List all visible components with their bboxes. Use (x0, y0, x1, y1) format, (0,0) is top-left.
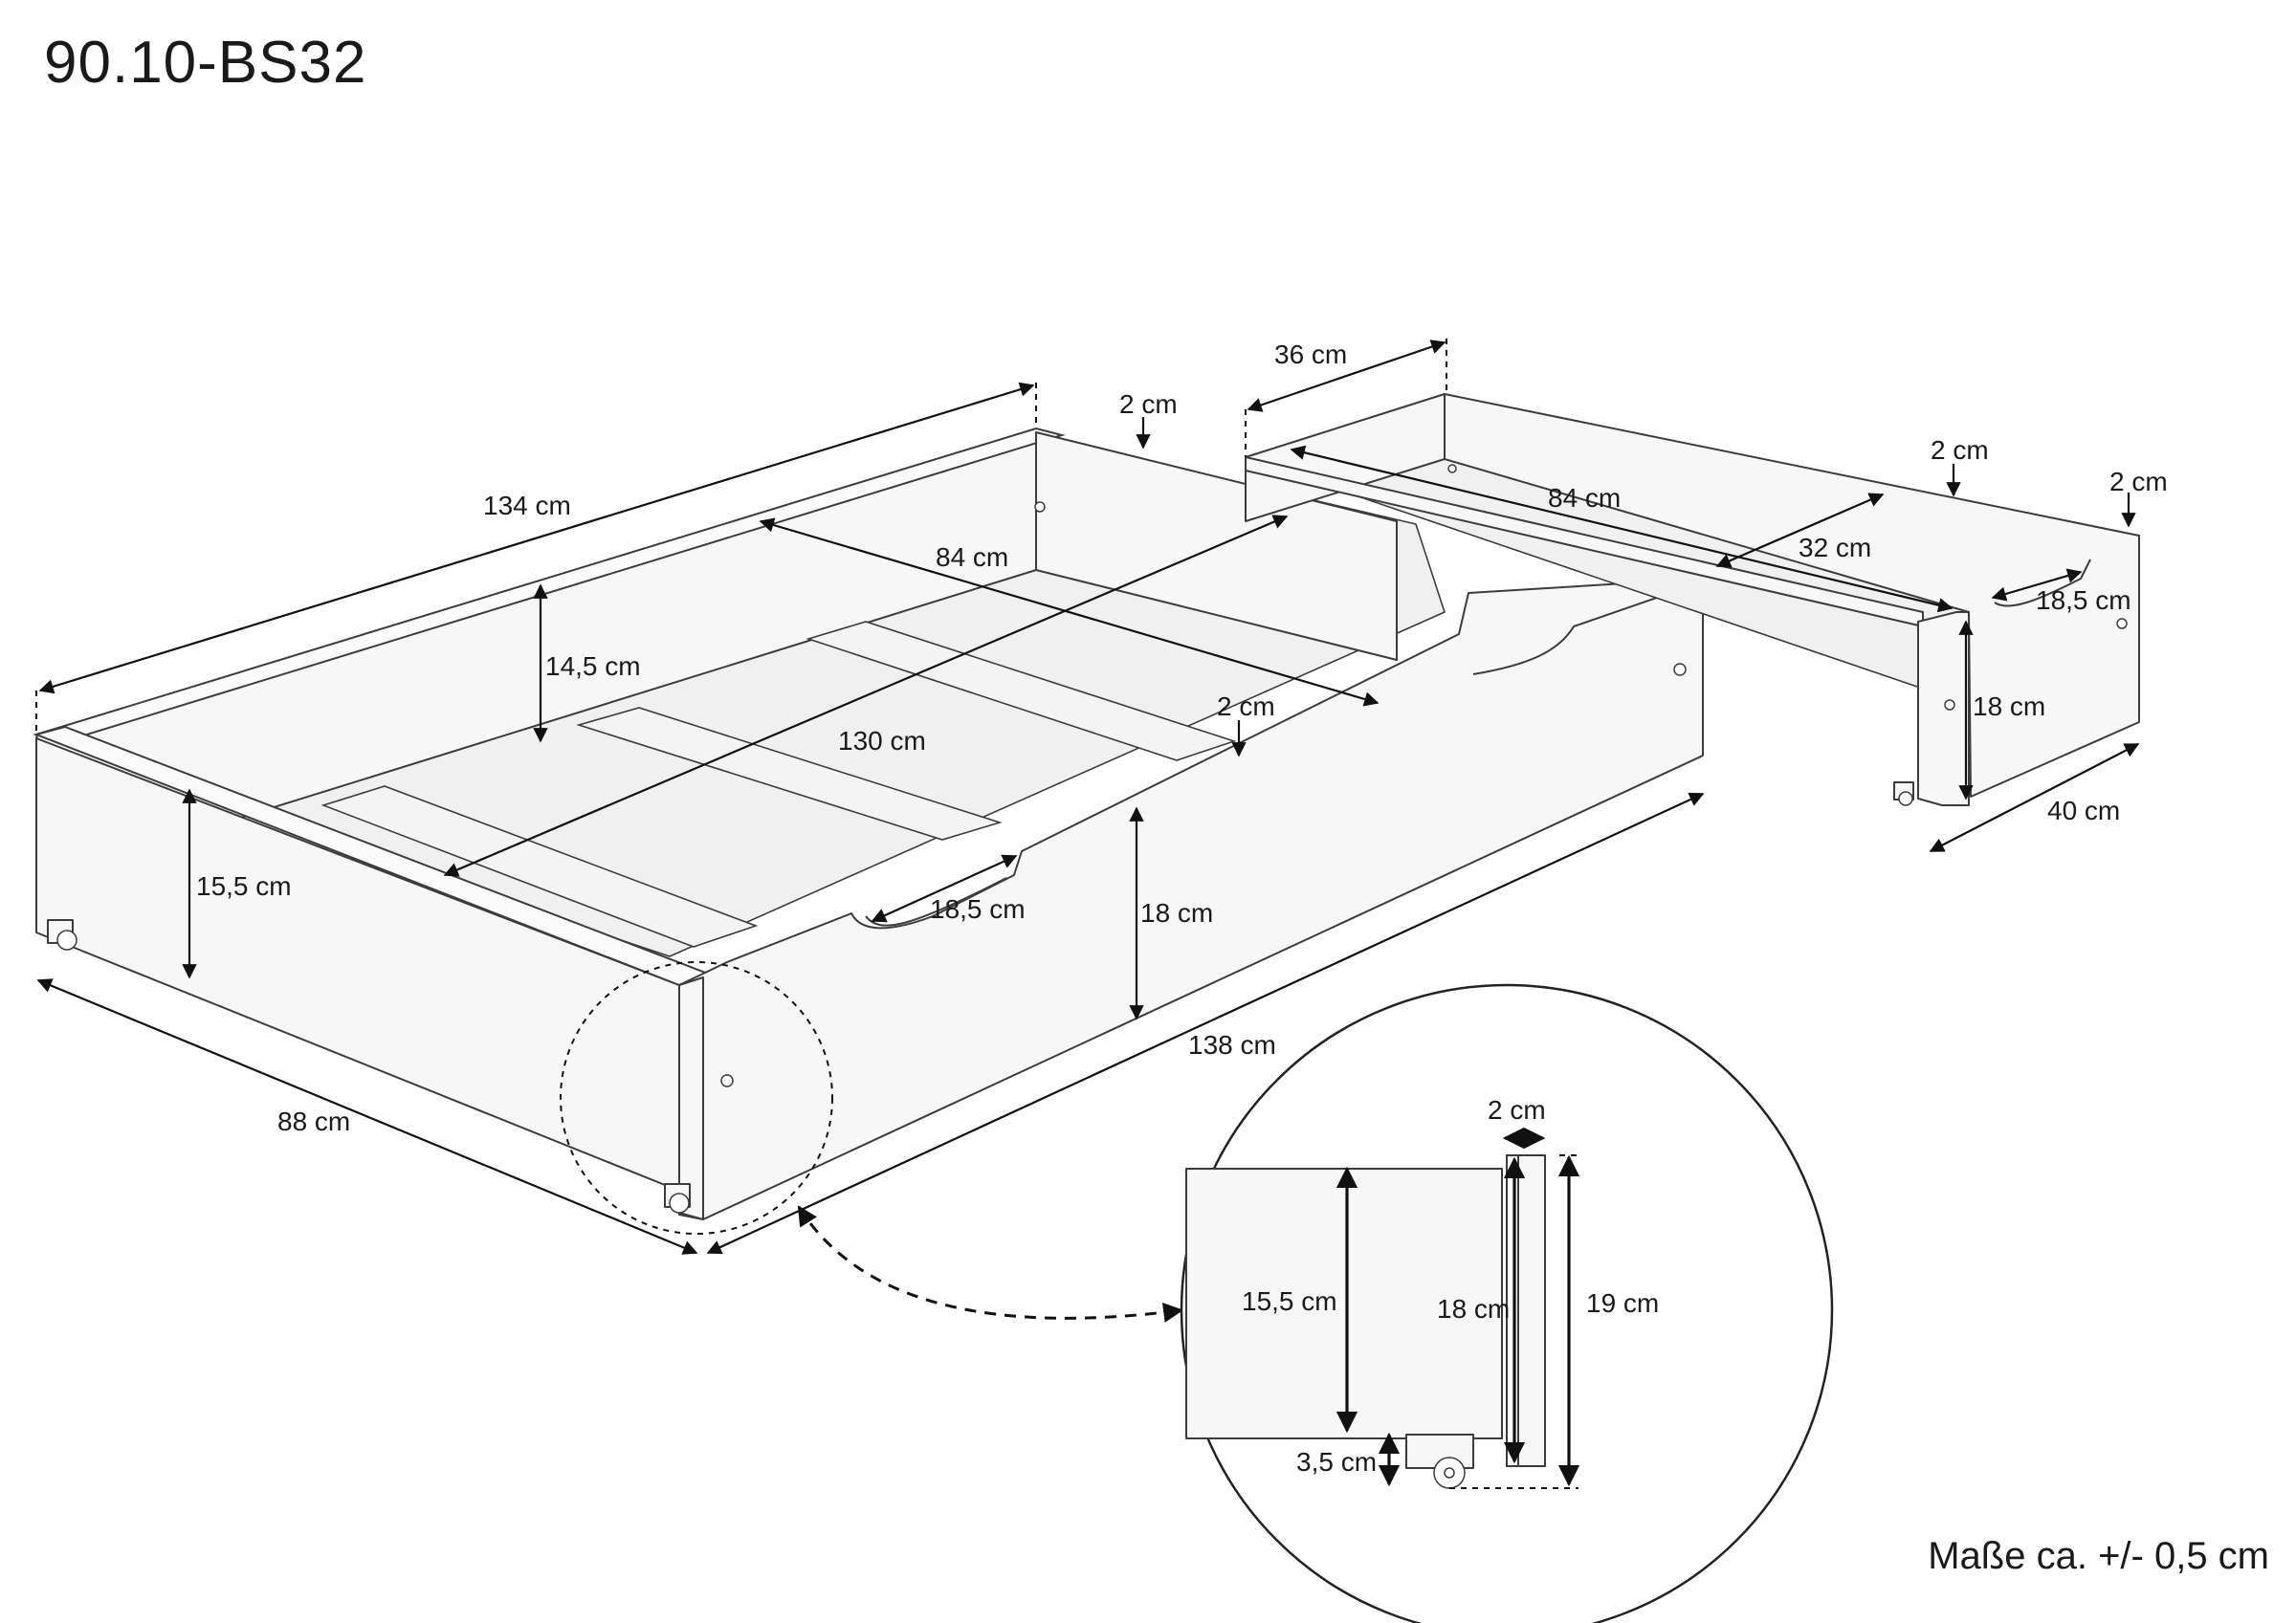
tolerance-note: Maße ca. +/- 0,5 cm (1928, 1535, 2269, 1577)
small-drawer-front-wall-label: 2 cm (2109, 467, 2168, 496)
castor-icon (664, 1183, 691, 1214)
large-drawer-side-height-label: 15,5 cm (196, 871, 292, 901)
large-drawer-wall-thickness-label: 2 cm (1119, 389, 1178, 419)
detail-connector-arrow (797, 1205, 1184, 1323)
small-drawer-dimensions: 36 cm 84 cm 32 cm 18,5 cm 18 cm 40 cm 2 … (1245, 339, 2168, 852)
large-drawer-inner-height-label: 14,5 cm (545, 651, 641, 681)
detail-source-circle (560, 961, 833, 1235)
small-drawer-handle-width-label: 18,5 cm (2036, 585, 2131, 615)
screw-icon (1673, 663, 1687, 676)
large-drawer-diagonal-label: 130 cm (838, 726, 926, 756)
large-drawer-length-outer-label: 134 cm (483, 491, 571, 520)
castor-icon (1405, 1434, 1474, 1489)
small-drawer-depth-outer-label: 36 cm (1274, 340, 1347, 369)
large-drawer-front-height-label: 18 cm (1140, 898, 1213, 928)
screw-icon (2116, 618, 2128, 629)
castor-icon (1893, 781, 1914, 806)
detail-total-height-label: 19 cm (1586, 1288, 1659, 1318)
small-drawer-length-inner-label: 84 cm (1548, 483, 1621, 513)
detail-side-height-label: 15,5 cm (1242, 1286, 1337, 1316)
detail-castor-clearance-label: 3,5 cm (1296, 1447, 1377, 1477)
small-drawer-inner-depth-label: 32 cm (1799, 533, 1871, 562)
large-drawer-width-outer-label: 88 cm (277, 1107, 350, 1136)
model-code-title: 90.10-BS32 (44, 30, 367, 96)
small-drawer-front-height-label: 18 cm (1973, 691, 2045, 721)
screw-icon (720, 1074, 734, 1087)
screw-icon (1034, 501, 1046, 513)
screw-icon (1944, 699, 1955, 711)
large-drawer-handle-width-label: 18,5 cm (930, 894, 1026, 924)
large-drawer-slat-thickness-label: 2 cm (1217, 691, 1275, 721)
detail-front-height-label: 18 cm (1437, 1294, 1510, 1324)
large-drawer-inner-width-label: 84 cm (936, 542, 1008, 572)
castor-icon (47, 919, 77, 951)
small-drawer-front-width-label: 40 cm (2047, 796, 2120, 825)
detail-front-thickness-label: 2 cm (1488, 1095, 1546, 1125)
large-drawer-dimensions: 134 cm 84 cm 130 cm 14,5 cm 15,5 cm 18 c… (35, 382, 1705, 1255)
small-drawer-side-wall-label: 2 cm (1931, 435, 1989, 465)
large-drawer-length-front-label: 138 cm (1188, 1030, 1276, 1060)
small-drawer-front-panel (1917, 611, 1970, 806)
screw-icon (1447, 464, 1457, 473)
detail-callout: 2 cm 15,5 cm 18 cm 19 cm 3,5 cm (560, 961, 1834, 1623)
